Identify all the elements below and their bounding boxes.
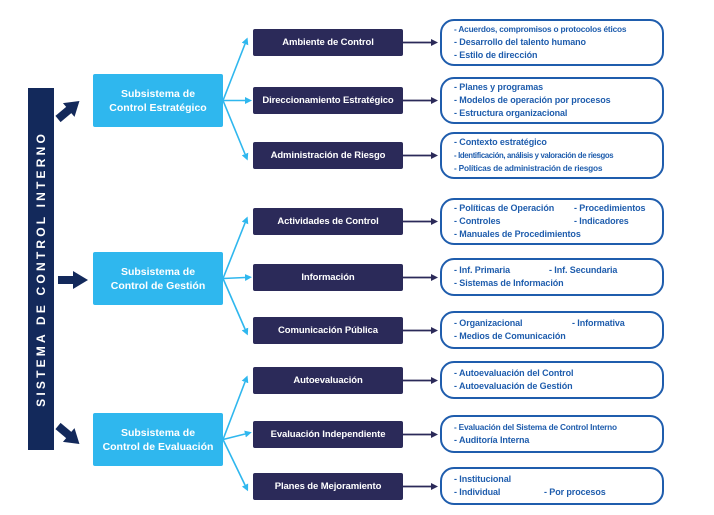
detail-item: - Inf. Primaria - Inf. Secundaria bbox=[454, 264, 660, 277]
subsystem-label-line1: Subsistema de bbox=[120, 426, 196, 439]
component-box-evaluacion-independiente: Evaluación Independiente bbox=[253, 421, 403, 448]
detail-item: - Acuerdos, compromisos o protocolos éti… bbox=[454, 24, 627, 34]
root-arrows bbox=[55, 101, 88, 444]
detail-item-col2: - Por procesos bbox=[544, 487, 606, 497]
detail-item: - Medios de Comunicación bbox=[454, 331, 566, 341]
detail-item-col1: - Inf. Primaria bbox=[454, 265, 511, 275]
detail-box-actividades-de-control: - Políticas de Operación - Procedimiento… bbox=[440, 198, 664, 245]
component-box-direccionamiento-estrategico: Direccionamiento Estratégico bbox=[253, 87, 403, 114]
detail-item: - Identificación, análisis y valoración … bbox=[454, 151, 614, 160]
detail-item-col2: - Informativa bbox=[572, 318, 625, 328]
detail-box-comunicacion-publica: - Organizacional - Informativa - Medios … bbox=[440, 311, 664, 349]
detail-box-ambiente-de-control: - Acuerdos, compromisos o protocolos éti… bbox=[440, 19, 664, 66]
detail-box-direccionamiento-estrategico: - Planes y programas - Modelos de operac… bbox=[440, 77, 664, 124]
subsystem-box-control-de-evaluacion: Subsistema de Control de Evaluación bbox=[93, 413, 223, 466]
detail-item: - Autoevaluación del Control bbox=[454, 368, 574, 378]
component-connectors bbox=[403, 39, 438, 490]
component-box-actividades-de-control: Actividades de Control bbox=[253, 208, 403, 235]
detail-box-administracion-de-riesgo: - Contexto estratégico - Identificación,… bbox=[440, 132, 664, 179]
detail-item: - Estilo de dirección bbox=[454, 50, 538, 60]
detail-item-col1: - Controles bbox=[454, 216, 501, 226]
detail-item: - Modelos de operación por procesos bbox=[454, 95, 611, 105]
detail-item: - Evaluación del Sistema de Control Inte… bbox=[454, 422, 617, 432]
component-box-planes-de-mejoramiento: Planes de Mejoramiento bbox=[253, 473, 403, 500]
subsystem-box-control-estrategico: Subsistema de Control Estratégico bbox=[93, 74, 223, 127]
detail-item: - Manuales de Procedimientos bbox=[454, 229, 581, 239]
subsystem-connectors bbox=[222, 37, 252, 492]
detail-item: - Autoevaluación de Gestión bbox=[454, 381, 573, 391]
detail-item: - Auditoría Interna bbox=[454, 435, 530, 445]
detail-item: - Institucional bbox=[454, 474, 512, 484]
root-arrow-up-icon bbox=[55, 101, 80, 123]
detail-item-col1: - Organizacional bbox=[454, 318, 523, 328]
detail-item: - Políticas de administración de riesgos bbox=[454, 163, 603, 173]
detail-item-col2: - Indicadores bbox=[574, 216, 629, 226]
subsystem-box-control-de-gestion: Subsistema de Control de Gestión bbox=[93, 252, 223, 305]
detail-item-col1: - Políticas de Operación bbox=[454, 203, 555, 213]
detail-item: - Políticas de Operación - Procedimiento… bbox=[454, 202, 660, 215]
subsystem-label-line1: Subsistema de bbox=[120, 87, 196, 100]
root-arrow-right-icon bbox=[58, 271, 88, 289]
subsystem-label-line2: Control de Evaluación bbox=[102, 440, 214, 453]
detail-item: - Planes y programas bbox=[454, 82, 544, 92]
detail-item-col2: - Inf. Secundaria bbox=[549, 265, 618, 275]
detail-item: - Desarrollo del talento humano bbox=[454, 37, 586, 47]
detail-item: - Contexto estratégico bbox=[454, 137, 547, 147]
detail-item: - Sistemas de Información bbox=[454, 278, 564, 288]
root-label: SISTEMA DE CONTROL INTERNO bbox=[34, 131, 48, 407]
detail-item: - Individual - Por procesos bbox=[454, 486, 660, 499]
subsystem-label-line2: Control de Gestión bbox=[110, 279, 206, 292]
detail-item-col1: - Individual bbox=[454, 487, 501, 497]
root-arrow-down-icon bbox=[55, 422, 80, 444]
detail-box-autoevaluacion: - Autoevaluación del Control - Autoevalu… bbox=[440, 361, 664, 399]
component-box-comunicacion-publica: Comunicación Pública bbox=[253, 317, 403, 344]
subsystem-label-line2: Control Estratégico bbox=[109, 101, 207, 114]
subsystem-label-line1: Subsistema de bbox=[120, 265, 196, 278]
detail-box-informacion: - Inf. Primaria - Inf. Secundaria - Sist… bbox=[440, 258, 664, 296]
root-bar: SISTEMA DE CONTROL INTERNO bbox=[28, 88, 54, 450]
component-box-informacion: Información bbox=[253, 264, 403, 291]
detail-item: - Organizacional - Informativa bbox=[454, 317, 660, 330]
detail-item: - Controles - Indicadores bbox=[454, 215, 660, 228]
component-box-ambiente-de-control: Ambiente de Control bbox=[253, 29, 403, 56]
detail-box-planes-de-mejoramiento: - Institucional - Individual - Por proce… bbox=[440, 467, 664, 505]
detail-box-evaluacion-independiente: - Evaluación del Sistema de Control Inte… bbox=[440, 415, 664, 453]
detail-item-col2: - Procedimientos bbox=[574, 203, 646, 213]
component-box-administracion-de-riesgo: Administración de Riesgo bbox=[253, 142, 403, 169]
component-box-autoevaluacion: Autoevaluación bbox=[253, 367, 403, 394]
detail-item: - Estructura organizacional bbox=[454, 108, 568, 118]
